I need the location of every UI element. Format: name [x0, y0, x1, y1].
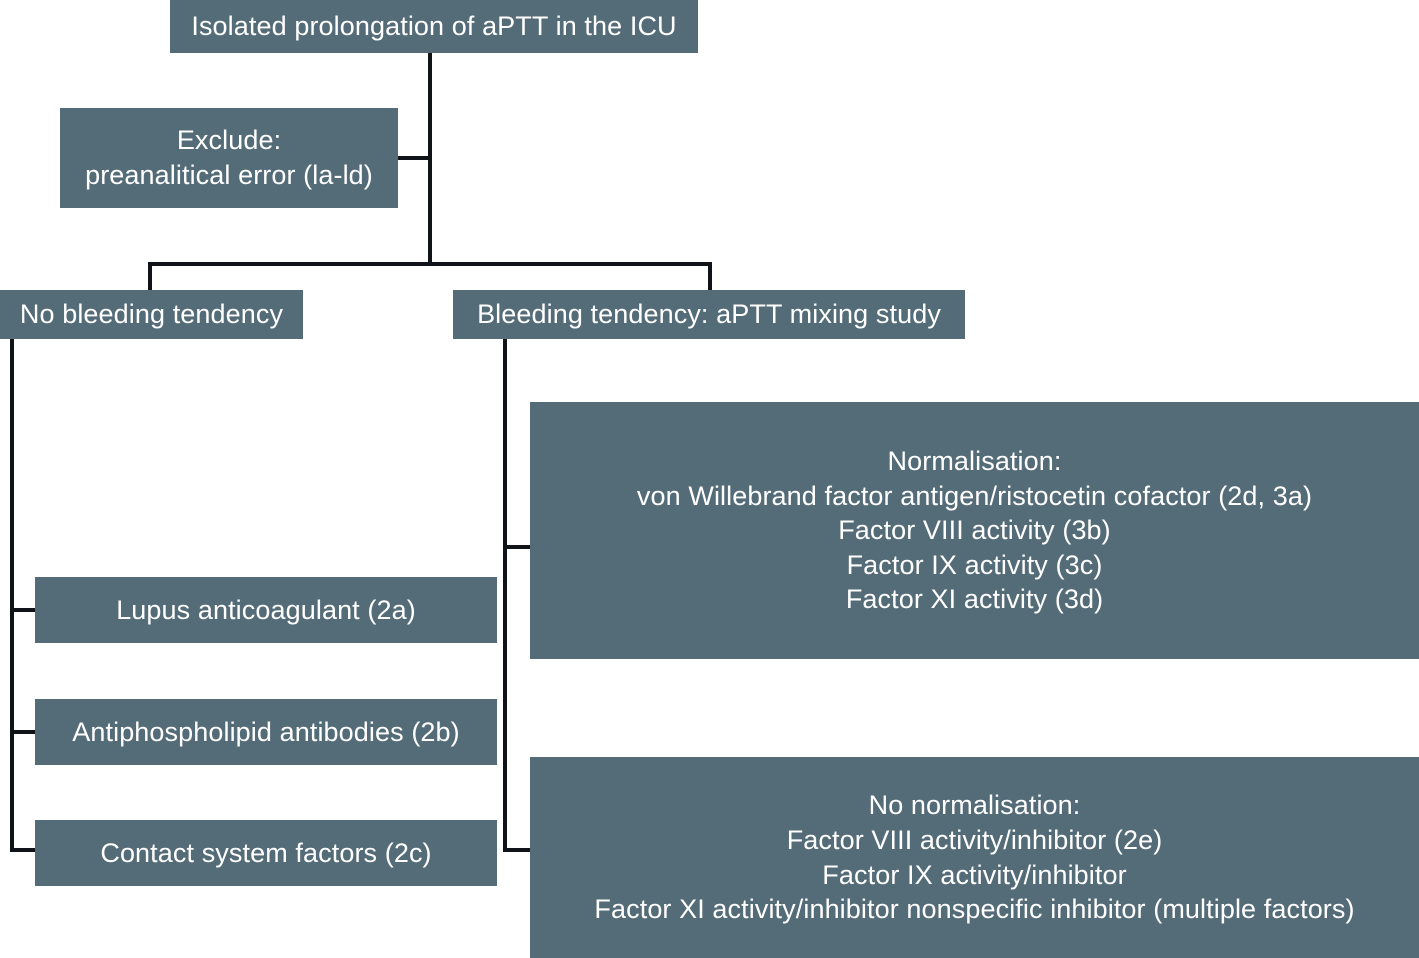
- node-contact-system-factors[interactable]: Contact system factors (2c): [35, 820, 497, 886]
- connector-stub-antiphospholipid: [10, 730, 40, 734]
- node-bleeding[interactable]: Bleeding tendency: aPTT mixing study: [453, 290, 965, 339]
- node-no-normalisation-line-3: Factor IX activity/inhibitor: [822, 859, 1127, 890]
- node-no-bleeding-label: No bleeding tendency: [19, 299, 284, 330]
- node-normalisation-line-2: von Willebrand factor antigen/ristocetin…: [636, 480, 1313, 511]
- connector-right-spine: [503, 339, 507, 852]
- node-bleeding-label: Bleeding tendency: aPTT mixing study: [477, 299, 941, 330]
- node-exclude-line-2: preanalitical error (la-ld): [85, 160, 373, 190]
- node-normalisation-line-4: Factor IX activity (3c): [846, 549, 1103, 580]
- connector-branch-bar: [148, 262, 712, 266]
- node-antiphospholipid-antibodies-label: Antiphospholipid antibodies (2b): [72, 716, 460, 747]
- connector-exclude-stub: [396, 156, 432, 160]
- connector-left-spine: [10, 339, 14, 852]
- node-contact-system-factors-label: Contact system factors (2c): [100, 837, 432, 868]
- node-lupus-anticoagulant[interactable]: Lupus anticoagulant (2a): [35, 577, 497, 643]
- node-no-normalisation-line-4: Factor XI activity/inhibitor nonspecific…: [594, 894, 1355, 925]
- node-root-label: Isolated prolongation of aPTT in the ICU: [191, 11, 677, 42]
- node-no-normalisation-line-2: Factor VIII activity/inhibitor (2e): [786, 824, 1163, 855]
- node-normalisation-line-5: Factor XI activity (3d): [845, 584, 1104, 615]
- node-exclude-line-1: Exclude:: [176, 125, 282, 156]
- node-no-bleeding[interactable]: No bleeding tendency: [0, 290, 303, 339]
- connector-stub-no-normalisation: [503, 848, 535, 852]
- connector-stub-contact: [10, 848, 40, 852]
- node-exclude[interactable]: Exclude: preanalitical error (la-ld): [60, 108, 398, 208]
- node-antiphospholipid-antibodies[interactable]: Antiphospholipid antibodies (2b): [35, 699, 497, 765]
- node-lupus-anticoagulant-label: Lupus anticoagulant (2a): [116, 594, 416, 625]
- connector-stub-normalisation: [503, 545, 535, 549]
- node-no-normalisation[interactable]: No normalisation: Factor VIII activity/i…: [530, 757, 1419, 958]
- node-normalisation-line-1: Normalisation:: [887, 446, 1062, 477]
- node-normalisation-line-3: Factor VIII activity (3b): [838, 515, 1111, 546]
- node-root[interactable]: Isolated prolongation of aPTT in the ICU: [170, 0, 698, 53]
- connector-drop-no-bleeding: [148, 262, 152, 292]
- connector-drop-bleeding: [708, 262, 712, 292]
- node-no-normalisation-line-1: No normalisation:: [868, 790, 1081, 821]
- node-normalisation[interactable]: Normalisation: von Willebrand factor ant…: [530, 402, 1419, 659]
- connector-stub-lupus: [10, 608, 40, 612]
